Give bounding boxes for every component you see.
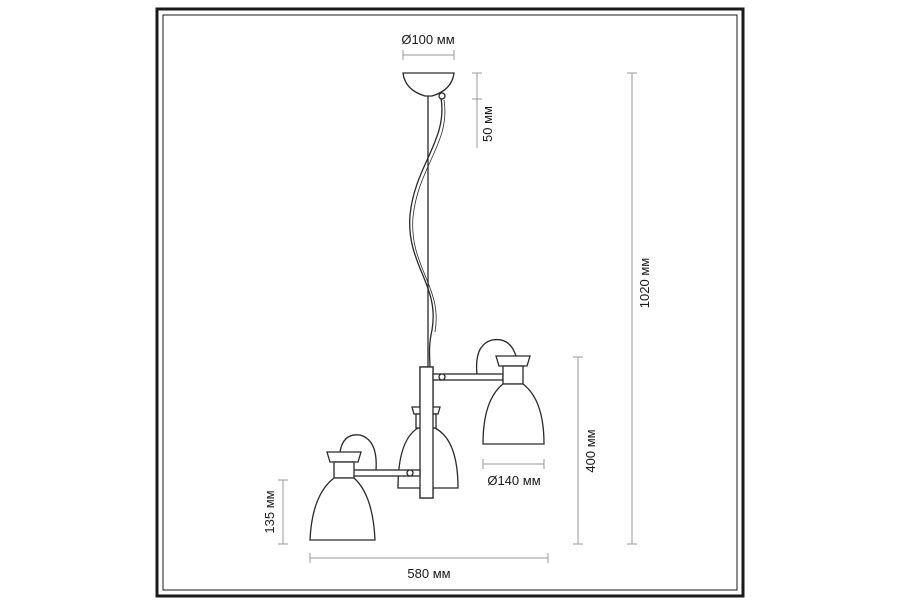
power-cable-inner (412, 99, 446, 333)
total-width-label: 580 мм (407, 566, 450, 581)
shade-diameter-label: Ø140 мм (487, 473, 540, 488)
left-shade-cap (326, 451, 362, 463)
canopy-cable-clip (438, 92, 446, 100)
ceiling-canopy (402, 72, 455, 97)
power-cable (409, 97, 443, 369)
right-shade-neck (502, 365, 524, 385)
drawing-frame (155, 7, 745, 598)
canopy-height-label: 50 мм (480, 106, 495, 142)
right-shade-cap (495, 355, 531, 367)
canopy-diameter-label: Ø100 мм (401, 32, 454, 47)
central-body-front (419, 366, 434, 499)
left-shade (309, 477, 376, 541)
right-arm-hook (475, 338, 517, 375)
body-height-label: 400 мм (583, 429, 598, 472)
right-shade (482, 383, 545, 445)
left-shade-neck (333, 461, 355, 479)
total-height-label: 1020 мм (637, 258, 652, 308)
shade-height-label: 135 мм (262, 490, 277, 533)
right-arm-knob-inner (438, 373, 446, 381)
left-arm-knob-inner (406, 469, 414, 477)
pendant-lamp (309, 72, 545, 541)
left-arm-hook (339, 434, 377, 471)
dimension-lines (278, 50, 637, 563)
